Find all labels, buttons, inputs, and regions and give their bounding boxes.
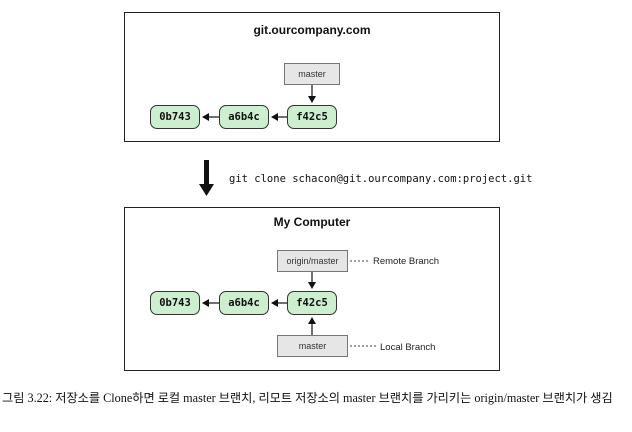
figure-caption: 그림 3.22: 저장소를 Clone하면 로컬 master 브랜치, 리모트… xyxy=(2,388,628,408)
local-branch-note: Local Branch xyxy=(380,342,436,353)
server-title: git.ourcompany.com xyxy=(253,23,371,37)
local-commit-0b743: 0b743 xyxy=(150,291,200,315)
server-master-branch: master xyxy=(284,63,340,85)
server-commit-a6b4c: a6b4c xyxy=(219,105,269,129)
clone-down-arrow xyxy=(199,160,214,196)
local-commit-f42c5: f42c5 xyxy=(287,291,337,315)
server-commit-f42c5: f42c5 xyxy=(287,105,337,129)
local-title: My Computer xyxy=(273,215,351,229)
server-commit-0b743: 0b743 xyxy=(150,105,200,129)
local-master-branch: master xyxy=(277,335,348,357)
caption-label: 그림 3.22: xyxy=(2,391,53,405)
caption-text: 저장소를 Clone하면 로컬 master 브랜치, 리모트 저장소의 mas… xyxy=(55,391,613,405)
local-commit-a6b4c: a6b4c xyxy=(219,291,269,315)
remote-branch-note: Remote Branch xyxy=(373,256,440,267)
clone-command: git clone schacon@git.ourcompany.com:pro… xyxy=(229,173,533,185)
remote-branch-origin-master: origin/master xyxy=(277,250,348,272)
